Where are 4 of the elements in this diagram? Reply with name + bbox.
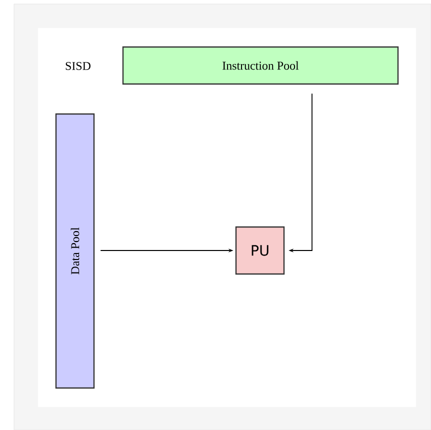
processing-unit-box: PU bbox=[235, 226, 285, 275]
diagram-label: SISD bbox=[66, 62, 90, 70]
pool-bar: Data Pool bbox=[55, 113, 95, 389]
pool-bar: Instruction Pool bbox=[122, 46, 399, 85]
